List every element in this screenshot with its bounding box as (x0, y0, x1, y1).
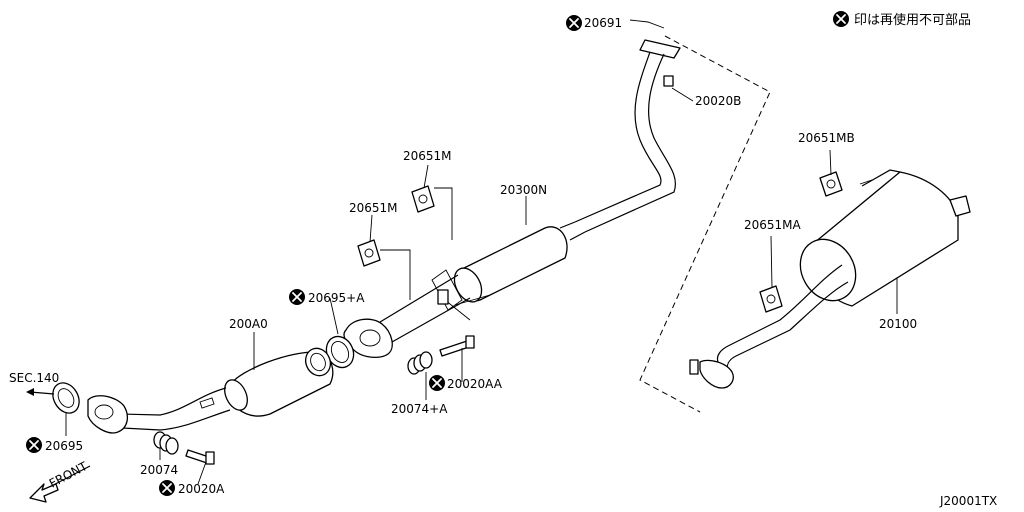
mount-rubber-20651m-upper (411, 185, 435, 213)
front-tube-200a0 (87, 347, 334, 434)
part-label-20074: 20074 (140, 463, 178, 477)
mount-rubber-20651ma (759, 285, 783, 313)
front-flange-assembly (325, 318, 393, 369)
front-gasket-20695 (52, 382, 80, 414)
section-reference-label: SEC.140 (9, 371, 59, 385)
leader-lines (65, 19, 898, 485)
front-direction-indicator (29, 465, 91, 503)
non-reusable-mark-20695 (26, 437, 42, 453)
part-label-20020a: 20020A (178, 482, 225, 496)
part-label-20300n: 20300N (500, 183, 547, 197)
part-label-20651m-upper: 20651M (403, 149, 452, 163)
part-label-20695a: 20695+A (308, 291, 365, 305)
main-muffler-20100 (689, 169, 971, 389)
mount-rubber-20651m-lower (357, 239, 381, 267)
non-reusable-mark-20691 (566, 15, 582, 31)
section-arrow (26, 388, 55, 396)
legend-note-text: 印は再使用不可部品 (854, 12, 971, 28)
part-label-20691: 20691 (584, 16, 622, 30)
part-label-20651mb: 20651MB (798, 131, 855, 145)
front-label: FRONT (47, 459, 90, 491)
non-reusable-mark-20695a (289, 289, 305, 305)
part-label-20651ma: 20651MA (744, 218, 802, 232)
spring-bolt-set-lower (153, 431, 215, 465)
part-label-20100: 20100 (879, 317, 917, 331)
mount-rubber-20651mb (819, 171, 843, 197)
part-label-200a0: 200A0 (229, 317, 268, 331)
non-reusable-mark-20020aa (429, 375, 445, 391)
non-reusable-mark-20020a (159, 480, 175, 496)
non-reusable-mark-legend (833, 11, 849, 27)
part-label-20020aa: 20020AA (447, 377, 503, 391)
part-label-20020b: 20020B (695, 94, 741, 108)
spring-bolt-set-upper (407, 335, 475, 375)
part-label-20074a: 20074+A (391, 402, 448, 416)
part-label-20695: 20695 (45, 439, 83, 453)
center-muffler-20300n (379, 221, 586, 343)
diagram-code: J20001TX (939, 494, 997, 508)
center-pipe-upper (574, 39, 681, 233)
part-label-20651m-lower: 20651M (349, 201, 398, 215)
